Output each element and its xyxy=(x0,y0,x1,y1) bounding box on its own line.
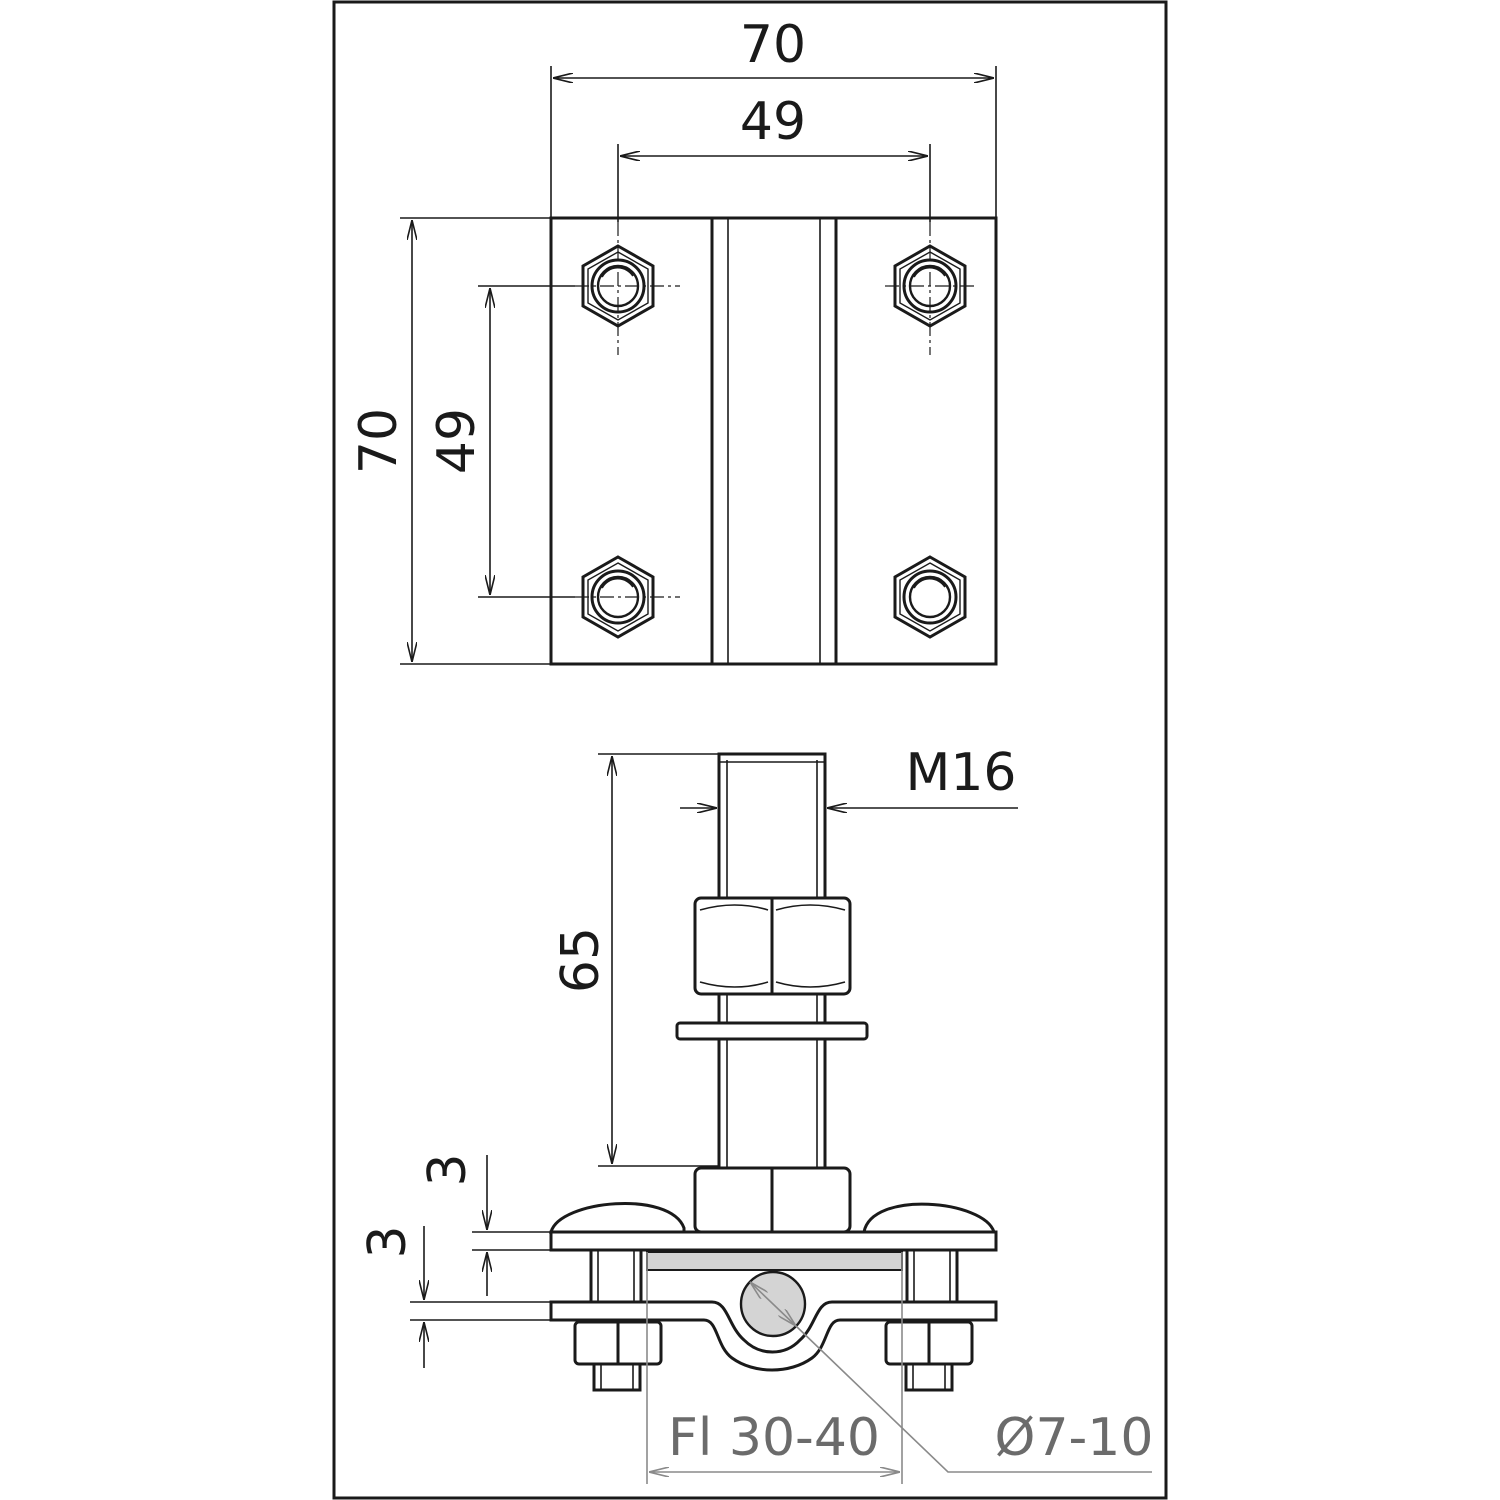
nut-chamfer xyxy=(699,904,846,988)
lower-clamp-plate xyxy=(549,1300,998,1372)
flat-range-label: Fl 30-40 xyxy=(668,1408,880,1468)
height-holes-label: 49 xyxy=(427,408,487,474)
side-view: M16 65 3 3 Fl 30-40 Ø7-10 xyxy=(358,743,1153,1484)
stud-length-label: 65 xyxy=(551,927,611,993)
top-view: 70 49 70 49 xyxy=(349,15,998,666)
plate-top-thickness-label: 3 xyxy=(418,1153,478,1186)
diameter-leader xyxy=(795,1325,1152,1473)
drawing-frame xyxy=(332,0,1168,1500)
flat-conductor xyxy=(646,1251,903,1271)
plate-bottom-thickness-label: 3 xyxy=(358,1225,418,1258)
width-overall-label: 70 xyxy=(740,15,806,75)
width-holes-label: 49 xyxy=(740,92,806,152)
washer xyxy=(675,1021,869,1041)
round-range-label: Ø7-10 xyxy=(995,1408,1154,1468)
bolt-shank-right xyxy=(905,1248,959,1304)
thread-size-label: M16 xyxy=(905,743,1016,803)
bolt-head-right xyxy=(862,1202,997,1234)
bolt-head-left xyxy=(549,1202,686,1234)
height-overall-label: 70 xyxy=(349,408,409,474)
upper-clamp-plate xyxy=(549,1230,998,1252)
diameter-line xyxy=(750,1282,796,1326)
